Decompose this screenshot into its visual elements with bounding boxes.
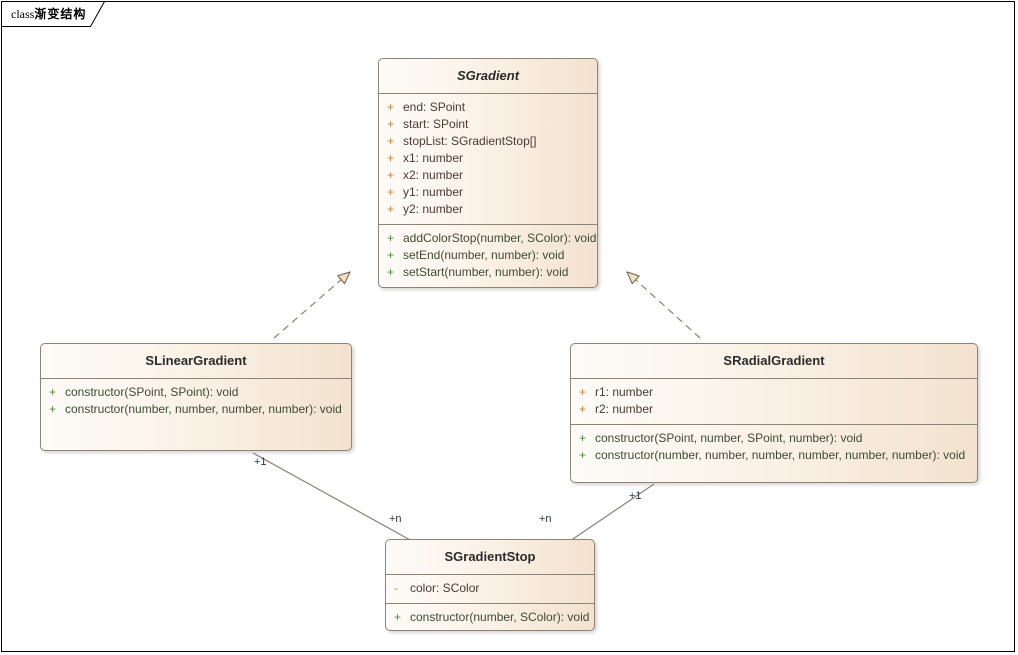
- multiplicity-linear-one: +1: [254, 456, 267, 468]
- operation-label: setStart(number, number): void: [403, 265, 569, 279]
- attribute-row: + x1: number: [379, 150, 597, 167]
- visibility-marker: +: [387, 168, 395, 182]
- attribute-label: color: SColor: [410, 581, 480, 595]
- operation-label: constructor(number, number, number, numb…: [595, 448, 966, 462]
- multiplicity-radial-many: +n: [539, 513, 552, 525]
- operation-label: setEnd(number, number): void: [403, 248, 565, 262]
- frame-tab-shape-icon: [1, 1, 106, 27]
- visibility-marker: +: [387, 231, 395, 245]
- operation-row: + constructor(number, number, number, nu…: [41, 401, 351, 418]
- operation-row: + setEnd(number, number): void: [379, 247, 597, 264]
- class-title-slineargradient: SLinearGradient: [41, 344, 351, 379]
- attribute-row: + x2: number: [379, 167, 597, 184]
- attribute-label: start: SPoint: [403, 117, 469, 131]
- class-title-sradialgradient: SRadialGradient: [571, 344, 977, 379]
- visibility-marker: +: [387, 100, 395, 114]
- class-box-sradialgradient[interactable]: SRadialGradient + r1: number + r2: numbe…: [570, 343, 978, 483]
- operation-label: constructor(SPoint, number, SPoint, numb…: [595, 431, 863, 445]
- class-title-sgradientstop: SGradientStop: [386, 540, 594, 575]
- visibility-marker: +: [387, 151, 395, 165]
- visibility-marker: -: [394, 581, 398, 595]
- visibility-marker: +: [579, 402, 587, 416]
- class-box-slineargradient[interactable]: SLinearGradient + constructor(SPoint, SP…: [40, 343, 352, 451]
- operation-label: constructor(SPoint, SPoint): void: [65, 385, 239, 399]
- attribute-row: + start: SPoint: [379, 116, 597, 133]
- operation-label: addColorStop(number, SColor): void: [403, 231, 597, 245]
- attribute-row: + r2: number: [571, 401, 977, 418]
- operation-row: + constructor(number, SColor): void: [386, 609, 594, 626]
- class-attributes-sgradientstop: - color: SColor: [386, 575, 594, 603]
- visibility-marker: +: [394, 610, 402, 624]
- diagram-title-keyword: class: [11, 7, 35, 21]
- operation-row: + constructor(number, number, number, nu…: [571, 447, 977, 464]
- class-operations-sradialgradient: + constructor(SPoint, number, SPoint, nu…: [571, 424, 977, 470]
- class-operations-sgradientstop: + constructor(number, SColor): void: [386, 603, 594, 630]
- visibility-marker: +: [387, 185, 395, 199]
- attribute-row: + y2: number: [379, 201, 597, 218]
- visibility-marker: +: [387, 265, 395, 279]
- attribute-label: r1: number: [595, 385, 654, 399]
- attribute-label: end: SPoint: [403, 100, 466, 114]
- class-box-sgradientstop[interactable]: SGradientStop - color: SColor + construc…: [385, 539, 595, 631]
- attribute-label: y2: number: [403, 202, 464, 216]
- operation-row: + constructor(SPoint, SPoint): void: [41, 384, 351, 401]
- operation-label: constructor(number, SColor): void: [410, 610, 590, 624]
- operation-row: + setStart(number, number): void: [379, 264, 597, 281]
- operation-row: + addColorStop(number, SColor): void: [379, 230, 597, 247]
- attribute-row: + stopList: SGradientStop[]: [379, 133, 597, 150]
- class-operations-sgradient: + addColorStop(number, SColor): void + s…: [379, 224, 597, 287]
- class-box-sgradient[interactable]: SGradient + end: SPoint + start: SPoint …: [378, 58, 598, 288]
- visibility-marker: +: [49, 385, 57, 399]
- attribute-row: + y1: number: [379, 184, 597, 201]
- visibility-marker: +: [579, 448, 587, 462]
- visibility-marker: +: [387, 248, 395, 262]
- visibility-marker: +: [387, 134, 395, 148]
- visibility-marker: +: [579, 431, 587, 445]
- attribute-label: x1: number: [403, 151, 464, 165]
- multiplicity-radial-one: +1: [629, 490, 642, 502]
- diagram-title: class渐变结构: [11, 5, 86, 22]
- diagram-title-name: 渐变结构: [34, 7, 87, 21]
- visibility-marker: +: [387, 117, 395, 131]
- class-attributes-sgradient: + end: SPoint + start: SPoint + stopList…: [379, 94, 597, 224]
- visibility-marker: +: [387, 202, 395, 216]
- attribute-label: r2: number: [595, 402, 654, 416]
- attribute-row: - color: SColor: [386, 580, 594, 597]
- attribute-label: x2: number: [403, 168, 464, 182]
- visibility-marker: +: [49, 402, 57, 416]
- attribute-label: stopList: SGradientStop[]: [403, 134, 537, 148]
- attribute-label: y1: number: [403, 185, 464, 199]
- attribute-row: + end: SPoint: [379, 99, 597, 116]
- class-attributes-sradialgradient: + r1: number + r2: number: [571, 379, 977, 424]
- class-operations-slineargradient: + constructor(SPoint, SPoint): void + co…: [41, 379, 351, 424]
- visibility-marker: +: [579, 385, 587, 399]
- multiplicity-linear-many: +n: [389, 513, 402, 525]
- class-title-sgradient: SGradient: [379, 59, 597, 94]
- operation-row: + constructor(SPoint, number, SPoint, nu…: [571, 430, 977, 447]
- attribute-row: + r1: number: [571, 384, 977, 401]
- diagram-frame-tab: class渐变结构: [1, 1, 106, 27]
- operation-label: constructor(number, number, number, numb…: [65, 402, 342, 416]
